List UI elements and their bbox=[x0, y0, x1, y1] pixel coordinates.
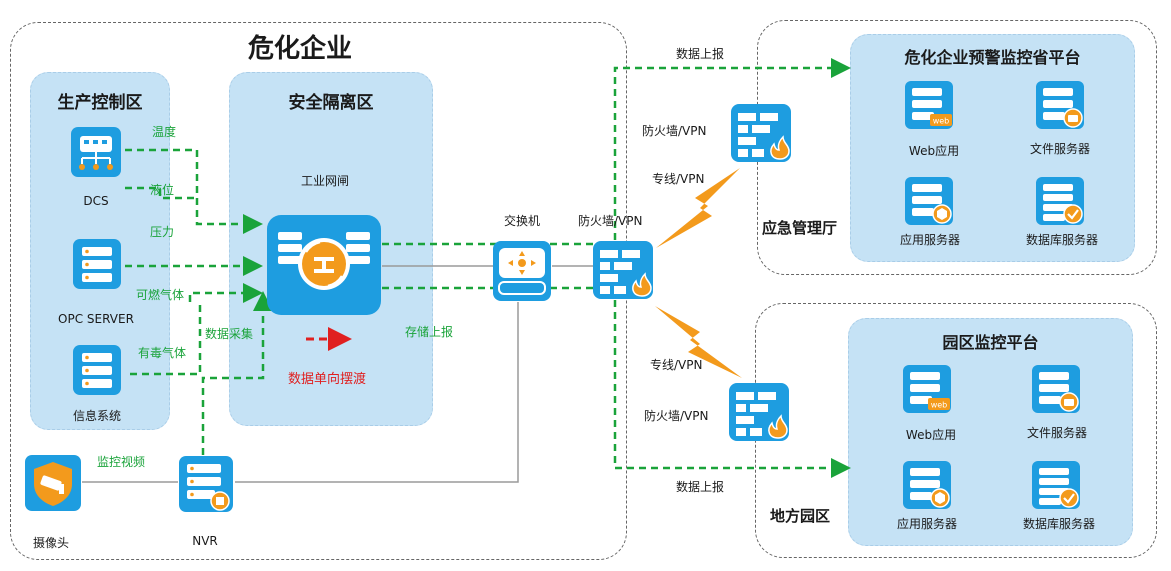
report-top-label: 数据上报 bbox=[676, 47, 725, 61]
signal-level: 液位 bbox=[150, 183, 175, 197]
park-web-app-icon: web bbox=[903, 365, 951, 413]
one-way-label: 数据单向摆渡 bbox=[288, 372, 367, 387]
park-app-server-label: 应用服务器 bbox=[896, 517, 958, 531]
leased-top-label: 专线/VPN bbox=[652, 172, 705, 186]
emergency-app-server-label: 应用服务器 bbox=[899, 233, 961, 247]
emergency-platform-title: 危化企业预警监控省平台 bbox=[904, 48, 1081, 67]
firewall-bottom-label: 防火墙/VPN bbox=[644, 409, 709, 423]
industrial-gateway-icon bbox=[267, 215, 381, 315]
emergency-file-server-label: 文件服务器 bbox=[1029, 142, 1091, 156]
emergency-db-server-icon bbox=[1036, 177, 1084, 225]
emergency-platform-zone bbox=[850, 34, 1135, 262]
dcs-label: DCS bbox=[83, 194, 109, 208]
firewall-top-icon bbox=[731, 104, 791, 162]
signal-flammable: 可燃气体 bbox=[136, 288, 185, 302]
emergency-web-app-icon: web bbox=[905, 81, 953, 129]
emergency-app-server-icon bbox=[905, 177, 953, 225]
park-platform-zone bbox=[848, 318, 1133, 546]
signal-toxic: 有毒气体 bbox=[138, 346, 187, 360]
flow-level bbox=[125, 186, 197, 200]
signal-pressure: 压力 bbox=[150, 225, 175, 239]
flow-report-bottom bbox=[613, 300, 851, 478]
emergency-org-label: 应急管理厅 bbox=[762, 219, 838, 237]
lightning-top bbox=[656, 168, 740, 248]
park-db-server-label: 数据库服务器 bbox=[1022, 517, 1096, 531]
park-org-label: 地方园区 bbox=[770, 507, 831, 525]
flow-flammable bbox=[188, 283, 263, 303]
nvr-icon bbox=[179, 456, 233, 512]
park-app-server-icon bbox=[903, 461, 951, 509]
flow-temperature bbox=[125, 148, 263, 234]
nvr-label: NVR bbox=[192, 534, 218, 548]
flow-collect bbox=[201, 291, 273, 455]
park-db-server-icon bbox=[1032, 461, 1080, 509]
emergency-web-app-label: Web应用 bbox=[908, 144, 960, 158]
report-bottom-label: 数据上报 bbox=[676, 480, 725, 494]
data-collect-label: 数据采集 bbox=[205, 327, 254, 341]
storage-report-label: 存储上报 bbox=[405, 325, 454, 339]
leased-bottom-label: 专线/VPN bbox=[650, 358, 703, 372]
production-zone-title: 生产控制区 bbox=[57, 93, 143, 113]
svg-text:web: web bbox=[931, 401, 948, 410]
flow-toxic bbox=[130, 300, 202, 376]
park-file-server-icon bbox=[1032, 365, 1080, 413]
info-system-icon bbox=[73, 345, 121, 395]
firewall-top-label: 防火墙/VPN bbox=[642, 124, 707, 138]
firewall-center-label: 防火墙/VPN bbox=[578, 214, 643, 228]
park-web-app-label: Web应用 bbox=[905, 428, 957, 442]
emergency-db-server-label: 数据库服务器 bbox=[1025, 233, 1099, 247]
firewall-bottom-icon bbox=[729, 383, 789, 441]
firewall-center-icon bbox=[593, 241, 653, 299]
switch-icon bbox=[493, 241, 551, 301]
svg-text:web: web bbox=[933, 117, 950, 126]
camera-icon bbox=[25, 455, 81, 511]
switch-label: 交换机 bbox=[503, 214, 541, 228]
opc-server-label: OPC SERVER bbox=[58, 312, 134, 326]
lightning-bottom bbox=[655, 306, 742, 378]
security-zone-title: 安全隔离区 bbox=[288, 93, 374, 113]
park-platform-title: 园区监控平台 bbox=[942, 333, 1039, 352]
info-system-label: 信息系统 bbox=[72, 409, 122, 423]
gateway-label: 工业网闸 bbox=[300, 174, 350, 188]
video-label: 监控视频 bbox=[97, 455, 146, 469]
park-file-server-label: 文件服务器 bbox=[1026, 426, 1088, 440]
camera-label: 摄像头 bbox=[33, 536, 70, 550]
enterprise-title: 危化企业 bbox=[248, 34, 353, 64]
opc-server-icon bbox=[73, 239, 121, 289]
flow-report-top bbox=[613, 58, 851, 240]
dcs-icon bbox=[71, 127, 121, 177]
emergency-file-server-icon bbox=[1036, 81, 1084, 129]
signal-temperature: 温度 bbox=[152, 125, 177, 139]
